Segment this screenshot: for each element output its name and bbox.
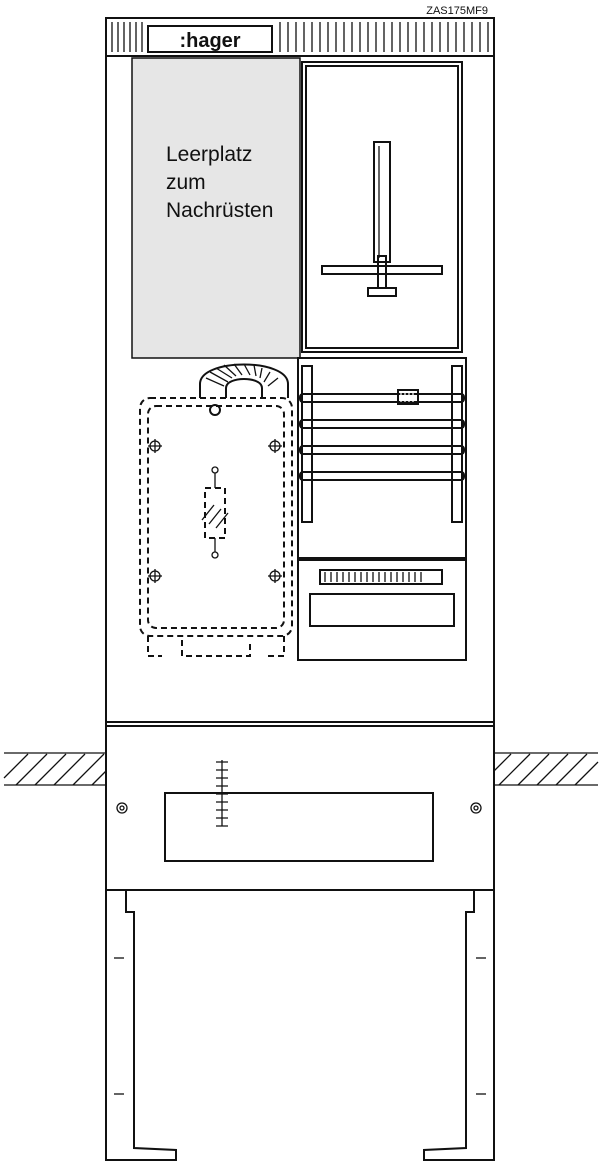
empty-slot-line1: Leerplatz — [166, 143, 252, 166]
empty-slot-line3: Nachrüsten — [166, 199, 273, 222]
cable-loop — [199, 363, 289, 416]
hager-logo: :hager — [179, 30, 240, 52]
main-switch-board — [139, 397, 293, 657]
empty-slot-line2: zum — [166, 171, 206, 194]
busbar-area — [297, 357, 467, 559]
top-cap — [106, 22, 494, 57]
empty-slot-panel — [131, 57, 301, 359]
foot-left — [105, 890, 177, 1161]
meter-panel — [301, 61, 463, 353]
terminal-compartment — [297, 559, 467, 661]
base-section — [105, 721, 495, 891]
ground-left — [3, 752, 107, 786]
ground-right — [493, 752, 599, 786]
foot-right — [423, 890, 495, 1161]
model-code: ZAS175MF9 — [426, 5, 488, 17]
